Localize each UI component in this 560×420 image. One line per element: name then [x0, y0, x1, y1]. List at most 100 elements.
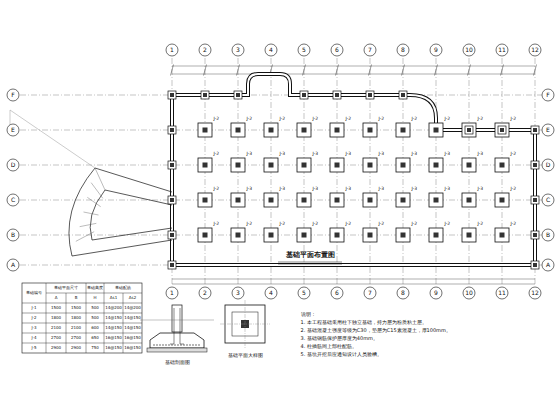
axis-number: 10	[465, 47, 474, 53]
column-section	[203, 233, 208, 238]
column-section	[236, 198, 241, 203]
axis-bubble	[199, 44, 211, 56]
axis-bubble	[542, 89, 554, 101]
column-section	[170, 93, 174, 97]
axis-letter: B	[10, 232, 15, 238]
table-header: As2	[128, 296, 136, 300]
axis-bubble	[542, 194, 554, 206]
column-section	[467, 163, 472, 168]
table-cell: 500	[91, 316, 100, 320]
axis-bubble	[166, 287, 178, 299]
wall-pad	[300, 91, 308, 99]
footing-pad	[198, 193, 212, 207]
column-section	[302, 93, 306, 97]
wall-pad	[168, 126, 176, 134]
footing-pad	[231, 193, 245, 207]
footing-tag: J-2	[213, 152, 220, 157]
axis-number: 10	[465, 290, 474, 296]
footing-tag: J-3	[444, 152, 451, 157]
dimension-tick	[237, 65, 240, 76]
column-section	[434, 198, 439, 203]
axis-bubble	[397, 287, 409, 299]
axis-bubble	[542, 229, 554, 241]
ramp	[10, 110, 172, 256]
axis-bubble	[496, 44, 508, 56]
axis-bubble	[463, 44, 475, 56]
wall-pad	[366, 91, 374, 99]
column-section	[335, 233, 340, 238]
column-section	[170, 233, 174, 237]
table-cell: 2100	[50, 326, 61, 330]
axis-number: 12	[531, 47, 540, 53]
axis-bubble	[331, 287, 343, 299]
axis-bubble	[265, 287, 277, 299]
table-cell: 2700	[50, 336, 61, 340]
axis-bubble	[199, 287, 211, 299]
footing-pad	[396, 193, 410, 207]
footing-tag: J-3	[345, 152, 352, 157]
axis-bubbles	[7, 44, 554, 299]
footing-tag: J-3	[444, 187, 451, 192]
axis-bubble	[529, 287, 541, 299]
column-section	[434, 233, 439, 238]
wall-pad	[399, 91, 407, 99]
column-section	[500, 233, 505, 238]
footing-pad	[495, 123, 509, 137]
detail-caption: 基础平面大样图	[227, 353, 263, 358]
axis-bubble	[7, 194, 19, 206]
dimension-tick	[204, 65, 207, 76]
table-cell: 14@200	[124, 306, 142, 310]
axis-letter: E	[546, 127, 551, 133]
dimension-line	[172, 66, 535, 67]
table-cell: J-1	[31, 306, 37, 310]
footing-tag: J-2	[378, 117, 385, 122]
footing-tag: J-2	[378, 222, 385, 227]
table-cell: 16@150	[124, 336, 142, 340]
column-section	[302, 163, 307, 168]
table-cell: 14@150	[124, 316, 142, 320]
axis-bubble	[430, 44, 442, 56]
axis-letter: B	[545, 232, 550, 238]
footing-tag: J-2	[444, 117, 451, 122]
wall-pad	[168, 161, 176, 169]
axis-bubble	[7, 159, 19, 171]
column-section	[335, 128, 340, 133]
dimension-tick	[501, 65, 504, 76]
footing-pad	[297, 193, 311, 207]
footing-pad	[330, 228, 344, 242]
column-section	[170, 163, 174, 167]
footing-pad	[495, 158, 509, 172]
axis-letter: F	[11, 92, 15, 98]
footing-pad	[264, 158, 278, 172]
footing-pad	[264, 193, 278, 207]
footing-pad	[495, 193, 509, 207]
note-text: 3. 基础钢筋保护层厚度为40mm。	[300, 336, 378, 341]
footing-pads	[168, 91, 539, 269]
axis-bubble	[496, 287, 508, 299]
dimension-tick	[369, 65, 372, 76]
footing-pad	[462, 228, 476, 242]
axis-letter: A	[545, 262, 550, 268]
footing-pad	[231, 228, 245, 242]
table-cell: J-5	[31, 346, 37, 350]
dimension-tick	[171, 65, 174, 76]
footing-tag: J-3	[246, 152, 253, 157]
axis-number: 2	[203, 290, 208, 296]
dimension-tick	[534, 65, 537, 76]
note-text: 5. 基坑开挖后应通知设计人员验槽。	[300, 352, 382, 357]
foundation-wall	[172, 74, 535, 265]
axis-bubble	[364, 44, 376, 56]
column-section	[170, 198, 174, 202]
axis-bubble	[542, 159, 554, 171]
axis-bubble	[542, 259, 554, 271]
axis-bubble	[397, 44, 409, 56]
footing-pad	[198, 228, 212, 242]
column-section	[236, 163, 241, 168]
footing-tag: J-3	[312, 152, 319, 157]
grid	[20, 58, 542, 286]
column-section	[170, 128, 174, 132]
note-text: 1. 本工程基础采用柱下独立基础，持力层为粉质粘土层。	[300, 320, 427, 325]
axis-letter: E	[11, 127, 16, 133]
axis-letter: F	[546, 92, 550, 98]
column-section	[236, 93, 240, 97]
